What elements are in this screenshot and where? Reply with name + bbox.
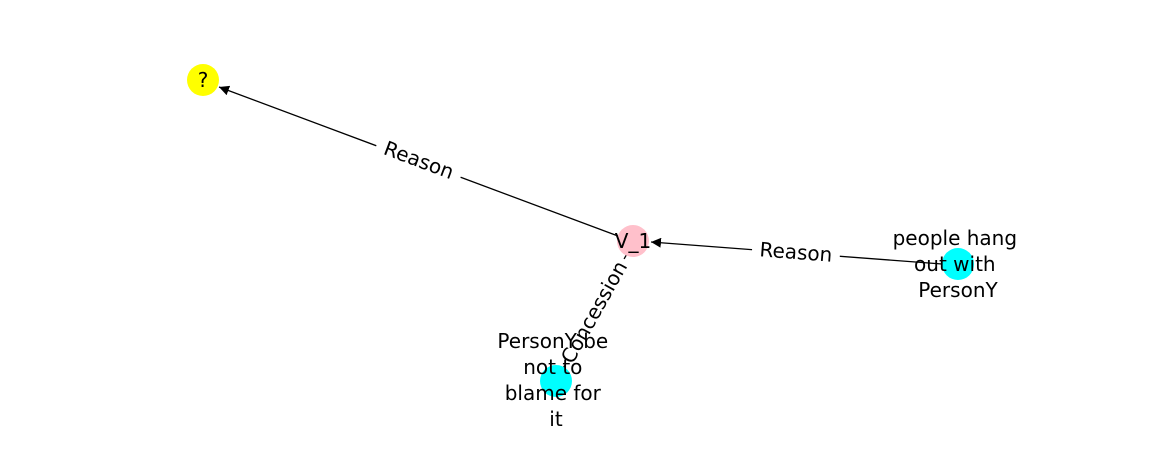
- node-v1-label: V_1: [615, 229, 651, 253]
- node-blame: PersonY be not to blame for it: [497, 329, 614, 431]
- edge-v1-to-question: Reason: [218, 85, 619, 237]
- node-blame-label: PersonY be not to blame for it: [497, 329, 614, 431]
- node-blame-circle: [540, 365, 572, 397]
- node-hangout-circle: [942, 248, 974, 280]
- node-v1: V_1: [615, 225, 651, 257]
- node-question-label: ?: [198, 68, 209, 92]
- node-blame-label-line: blame for: [505, 381, 602, 405]
- node-hangout-label: people hang out with PersonY: [893, 226, 1024, 302]
- node-blame-label-line: PersonY be: [497, 329, 608, 353]
- node-hangout-label-line: out with: [914, 252, 996, 276]
- node-blame-label-line: not to: [523, 355, 582, 379]
- node-question: ?: [187, 64, 219, 96]
- node-v1-circle: [617, 225, 649, 257]
- edge-label-bg: [369, 125, 469, 195]
- edge-label-bg: [551, 251, 637, 373]
- node-hangout-label-line: people hang: [893, 226, 1017, 250]
- node-hangout: people hang out with PersonY: [893, 226, 1024, 302]
- node-blame-label-line: it: [549, 407, 563, 431]
- node-question-circle: [187, 64, 219, 96]
- edge-label-reason-lower: Reason: [759, 237, 833, 266]
- node-hangout-label-line: PersonY: [918, 278, 998, 302]
- edge-label-bg: [750, 232, 842, 272]
- edge-hangout-to-v1: Reason: [650, 232, 943, 272]
